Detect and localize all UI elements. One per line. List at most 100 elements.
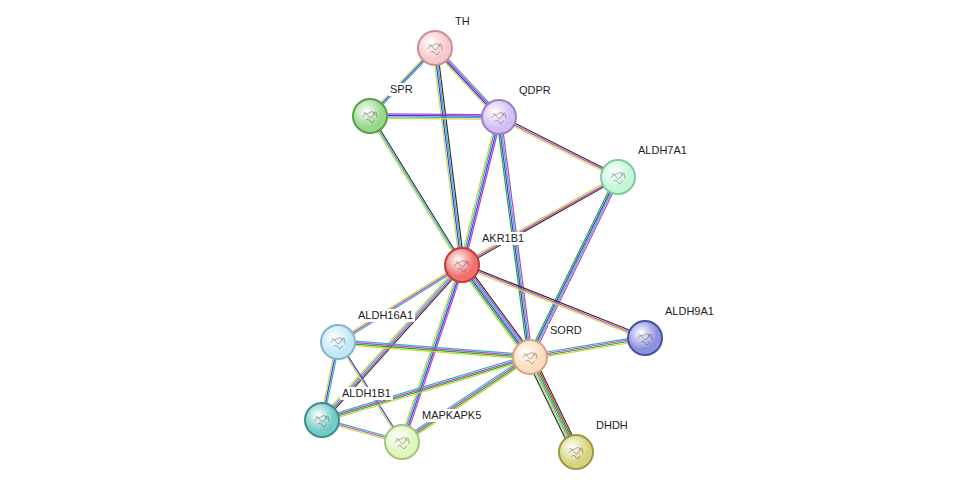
- evidence-line: [538, 372, 569, 436]
- evidence-line: [445, 62, 486, 106]
- node-label: ALDH16A1: [356, 309, 415, 322]
- protein-node: ALDH1B1: [304, 402, 340, 438]
- node-label: DHDH: [594, 419, 630, 432]
- evidence-line: [387, 118, 482, 120]
- structure-icon: [322, 326, 354, 358]
- structure-icon: [386, 426, 418, 458]
- evidence-line: [355, 346, 513, 358]
- structure-icon: [629, 322, 661, 354]
- evidence-line: [547, 343, 629, 356]
- evidence-line: [514, 125, 603, 170]
- interaction-edge: [378, 130, 455, 252]
- evidence-line: [541, 371, 572, 435]
- evidence-line: [469, 281, 517, 346]
- node-label: AKR1B1: [480, 232, 526, 245]
- structure-scribble: [331, 338, 345, 349]
- evidence-line: [352, 274, 447, 333]
- node-label: ALDH9A1: [663, 305, 716, 318]
- interaction-edge: [338, 423, 386, 439]
- evidence-line: [381, 59, 423, 102]
- protein-node: ALDH16A1: [320, 324, 356, 360]
- evidence-line: [535, 373, 566, 437]
- interaction-edge: [381, 59, 425, 104]
- structure-icon: [560, 436, 592, 468]
- interaction-edge: [445, 59, 489, 106]
- evidence-line: [324, 358, 333, 403]
- structure-scribble: [523, 353, 537, 364]
- evidence-line: [477, 185, 603, 256]
- structure-scribble: [638, 334, 652, 345]
- node-label: TH: [453, 15, 472, 28]
- evidence-line: [537, 373, 568, 437]
- evidence-line: [435, 65, 458, 248]
- node-label: SORD: [548, 324, 584, 337]
- evidence-line: [539, 371, 570, 435]
- evidence-line: [474, 277, 522, 342]
- structure-icon: [514, 341, 546, 373]
- evidence-line: [339, 423, 386, 436]
- evidence-line: [438, 65, 461, 248]
- evidence-line: [446, 61, 487, 105]
- structure-scribble: [492, 113, 506, 124]
- evidence-line: [535, 191, 608, 340]
- node-label: QDPR: [517, 84, 553, 97]
- node-label: ALDH7A1: [636, 144, 689, 157]
- protein-node: AKR1B1: [444, 247, 480, 283]
- interaction-edge: [415, 365, 517, 435]
- evidence-line: [379, 131, 453, 251]
- structure-scribble: [363, 112, 377, 123]
- evidence-line: [436, 65, 459, 248]
- evidence-line: [387, 115, 482, 117]
- evidence-line: [387, 113, 482, 115]
- evidence-line: [383, 61, 425, 104]
- structure-scribble: [315, 416, 329, 427]
- structure-scribble: [611, 173, 625, 184]
- evidence-line: [380, 130, 454, 250]
- evidence-line: [353, 275, 448, 334]
- structure-scribble: [395, 438, 409, 449]
- structure-icon: [483, 101, 515, 133]
- evidence-line: [473, 278, 521, 343]
- interaction-edge: [469, 276, 523, 345]
- protein-node: DHDH: [558, 434, 594, 470]
- structure-scribble: [455, 261, 469, 272]
- evidence-line: [448, 59, 489, 103]
- evidence-line: [537, 192, 610, 342]
- structure-scribble: [428, 44, 442, 55]
- structure-icon: [419, 32, 451, 64]
- node-label: SPR: [388, 83, 415, 96]
- evidence-line: [382, 60, 424, 103]
- protein-node: SPR: [352, 98, 388, 134]
- evidence-line: [325, 359, 334, 404]
- evidence-line: [416, 366, 516, 432]
- evidence-line: [338, 425, 385, 438]
- evidence-line: [410, 282, 459, 427]
- interaction-edge: [355, 341, 513, 358]
- evidence-line: [338, 426, 385, 439]
- evidence-line: [464, 133, 493, 248]
- interaction-edge: [546, 339, 628, 357]
- evidence-line: [415, 365, 515, 431]
- node-label: ALDH1B1: [340, 387, 393, 400]
- evidence-line: [472, 279, 520, 344]
- interaction-edge: [387, 114, 482, 119]
- evidence-line: [355, 344, 513, 356]
- evidence-line: [339, 363, 514, 416]
- structure-icon: [354, 100, 386, 132]
- interaction-edge: [534, 371, 572, 439]
- interaction-edge: [514, 123, 604, 170]
- evidence-line: [417, 367, 517, 433]
- protein-node: ALDH7A1: [600, 159, 636, 195]
- evidence-line: [547, 340, 628, 354]
- protein-node: SORD: [512, 339, 548, 375]
- evidence-line: [352, 273, 447, 332]
- evidence-line: [534, 374, 565, 438]
- evidence-line: [387, 116, 482, 118]
- structure-icon: [446, 249, 478, 281]
- evidence-line: [439, 65, 462, 248]
- interaction-edge: [435, 65, 462, 249]
- evidence-line: [475, 276, 523, 341]
- evidence-line: [355, 343, 513, 355]
